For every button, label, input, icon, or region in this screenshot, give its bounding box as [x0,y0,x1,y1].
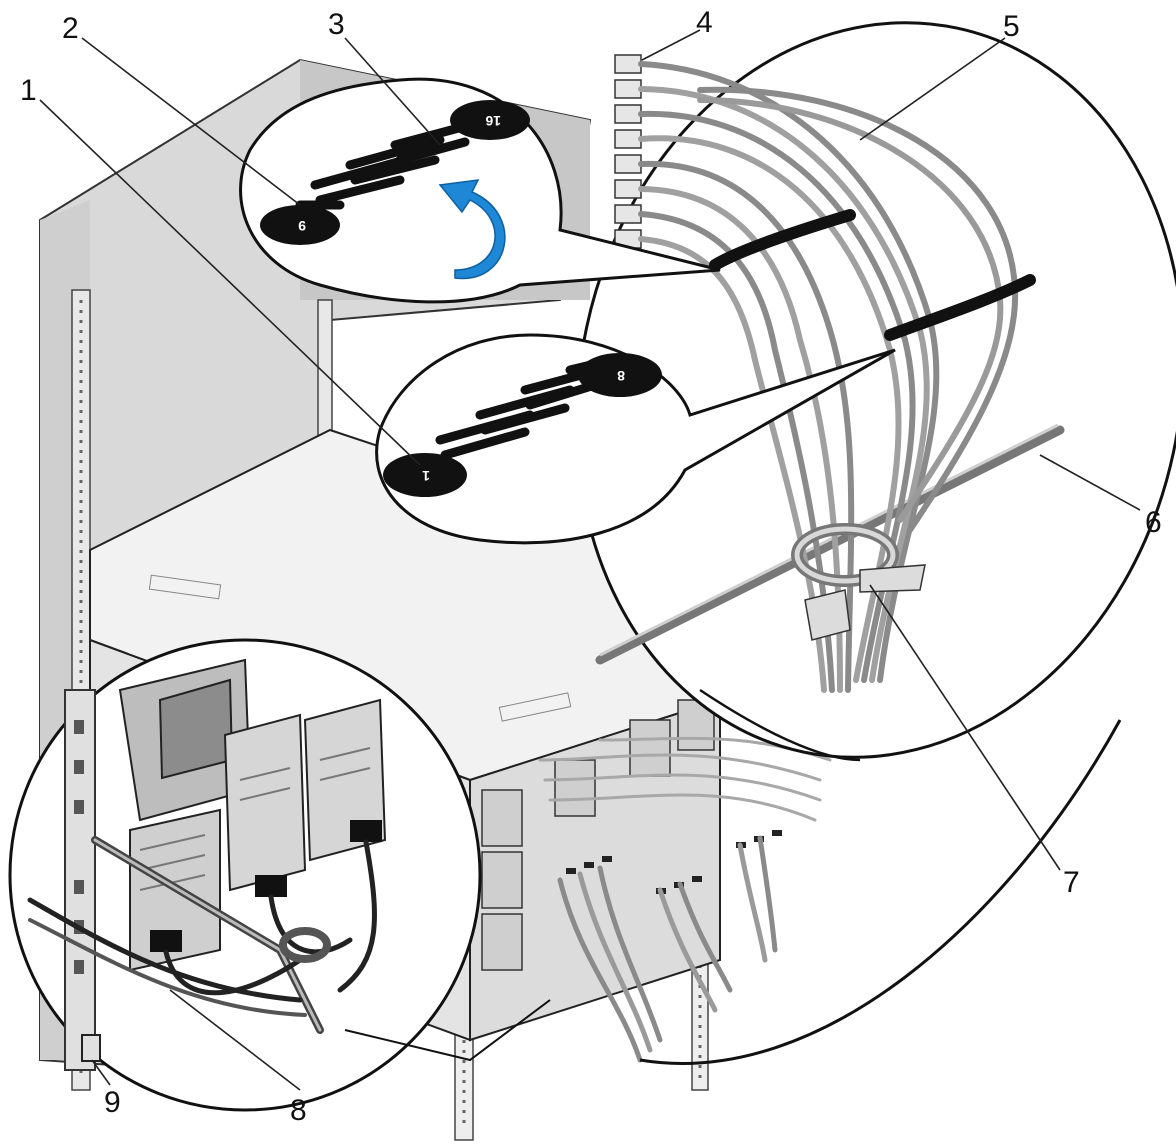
power-cords [27,839,377,1017]
leader-line-9 [91,1059,111,1086]
leader-lines [39,29,1141,1091]
callout-1: 1 [20,74,37,107]
callout-labels: 1 2 3 4 5 6 7 8 9 [20,6,1162,1127]
callout-7: 7 [1063,866,1080,899]
cable-connector-column [614,54,642,249]
cable-clip-upper [709,209,856,271]
leader-line-2 [81,37,301,206]
clip-detail-bubble-upper: 9 16 [239,77,721,304]
clip-number-1: 1 [422,468,430,484]
cord-strap [279,927,331,963]
callout-2: 2 [62,12,79,45]
chassis-module-bays [481,699,715,971]
clip-number-8: 8 [617,368,625,384]
clip-tab-upper-right: 16 [450,100,530,140]
cable-clip-lower [884,274,1036,341]
clip-number-16: 16 [485,113,501,129]
power-plugs [150,820,382,952]
rotation-arrow-icon [438,179,506,280]
clip-comb-upper [295,120,475,210]
callout-3: 3 [328,8,345,41]
leader-line-4 [641,29,701,61]
chassis-cable-bundle [538,736,832,1063]
clip-tab-upper-left: 9 [260,205,340,245]
leader-line-1 [39,99,421,466]
leader-line-8 [169,989,301,1091]
network-cable-bundle [638,61,1019,693]
cable-management-bar [595,425,1065,665]
power-supply-detail-view [8,638,482,1112]
callout-8: 8 [290,1094,307,1127]
clip-tab-lower-right: 8 [578,353,662,397]
callout-6: 6 [1145,506,1162,539]
detail-rack-rail [64,689,96,1071]
callout-9: 9 [104,1086,121,1119]
leader-line-6 [1039,454,1141,511]
leader-line-7 [869,584,1061,871]
cable-ring-detail-view [575,21,1176,759]
rail-bracket [81,1034,101,1062]
callout-5: 5 [1003,10,1020,43]
callout-4: 4 [696,6,713,39]
clip-tab-lower-left: 1 [383,453,467,497]
leader-line-5 [859,37,1006,141]
clip-number-9: 9 [298,218,306,234]
leader-line-3 [344,37,441,146]
clip-detail-bubble-lower: 1 8 [375,333,896,545]
cable-strap-ring [791,523,926,641]
